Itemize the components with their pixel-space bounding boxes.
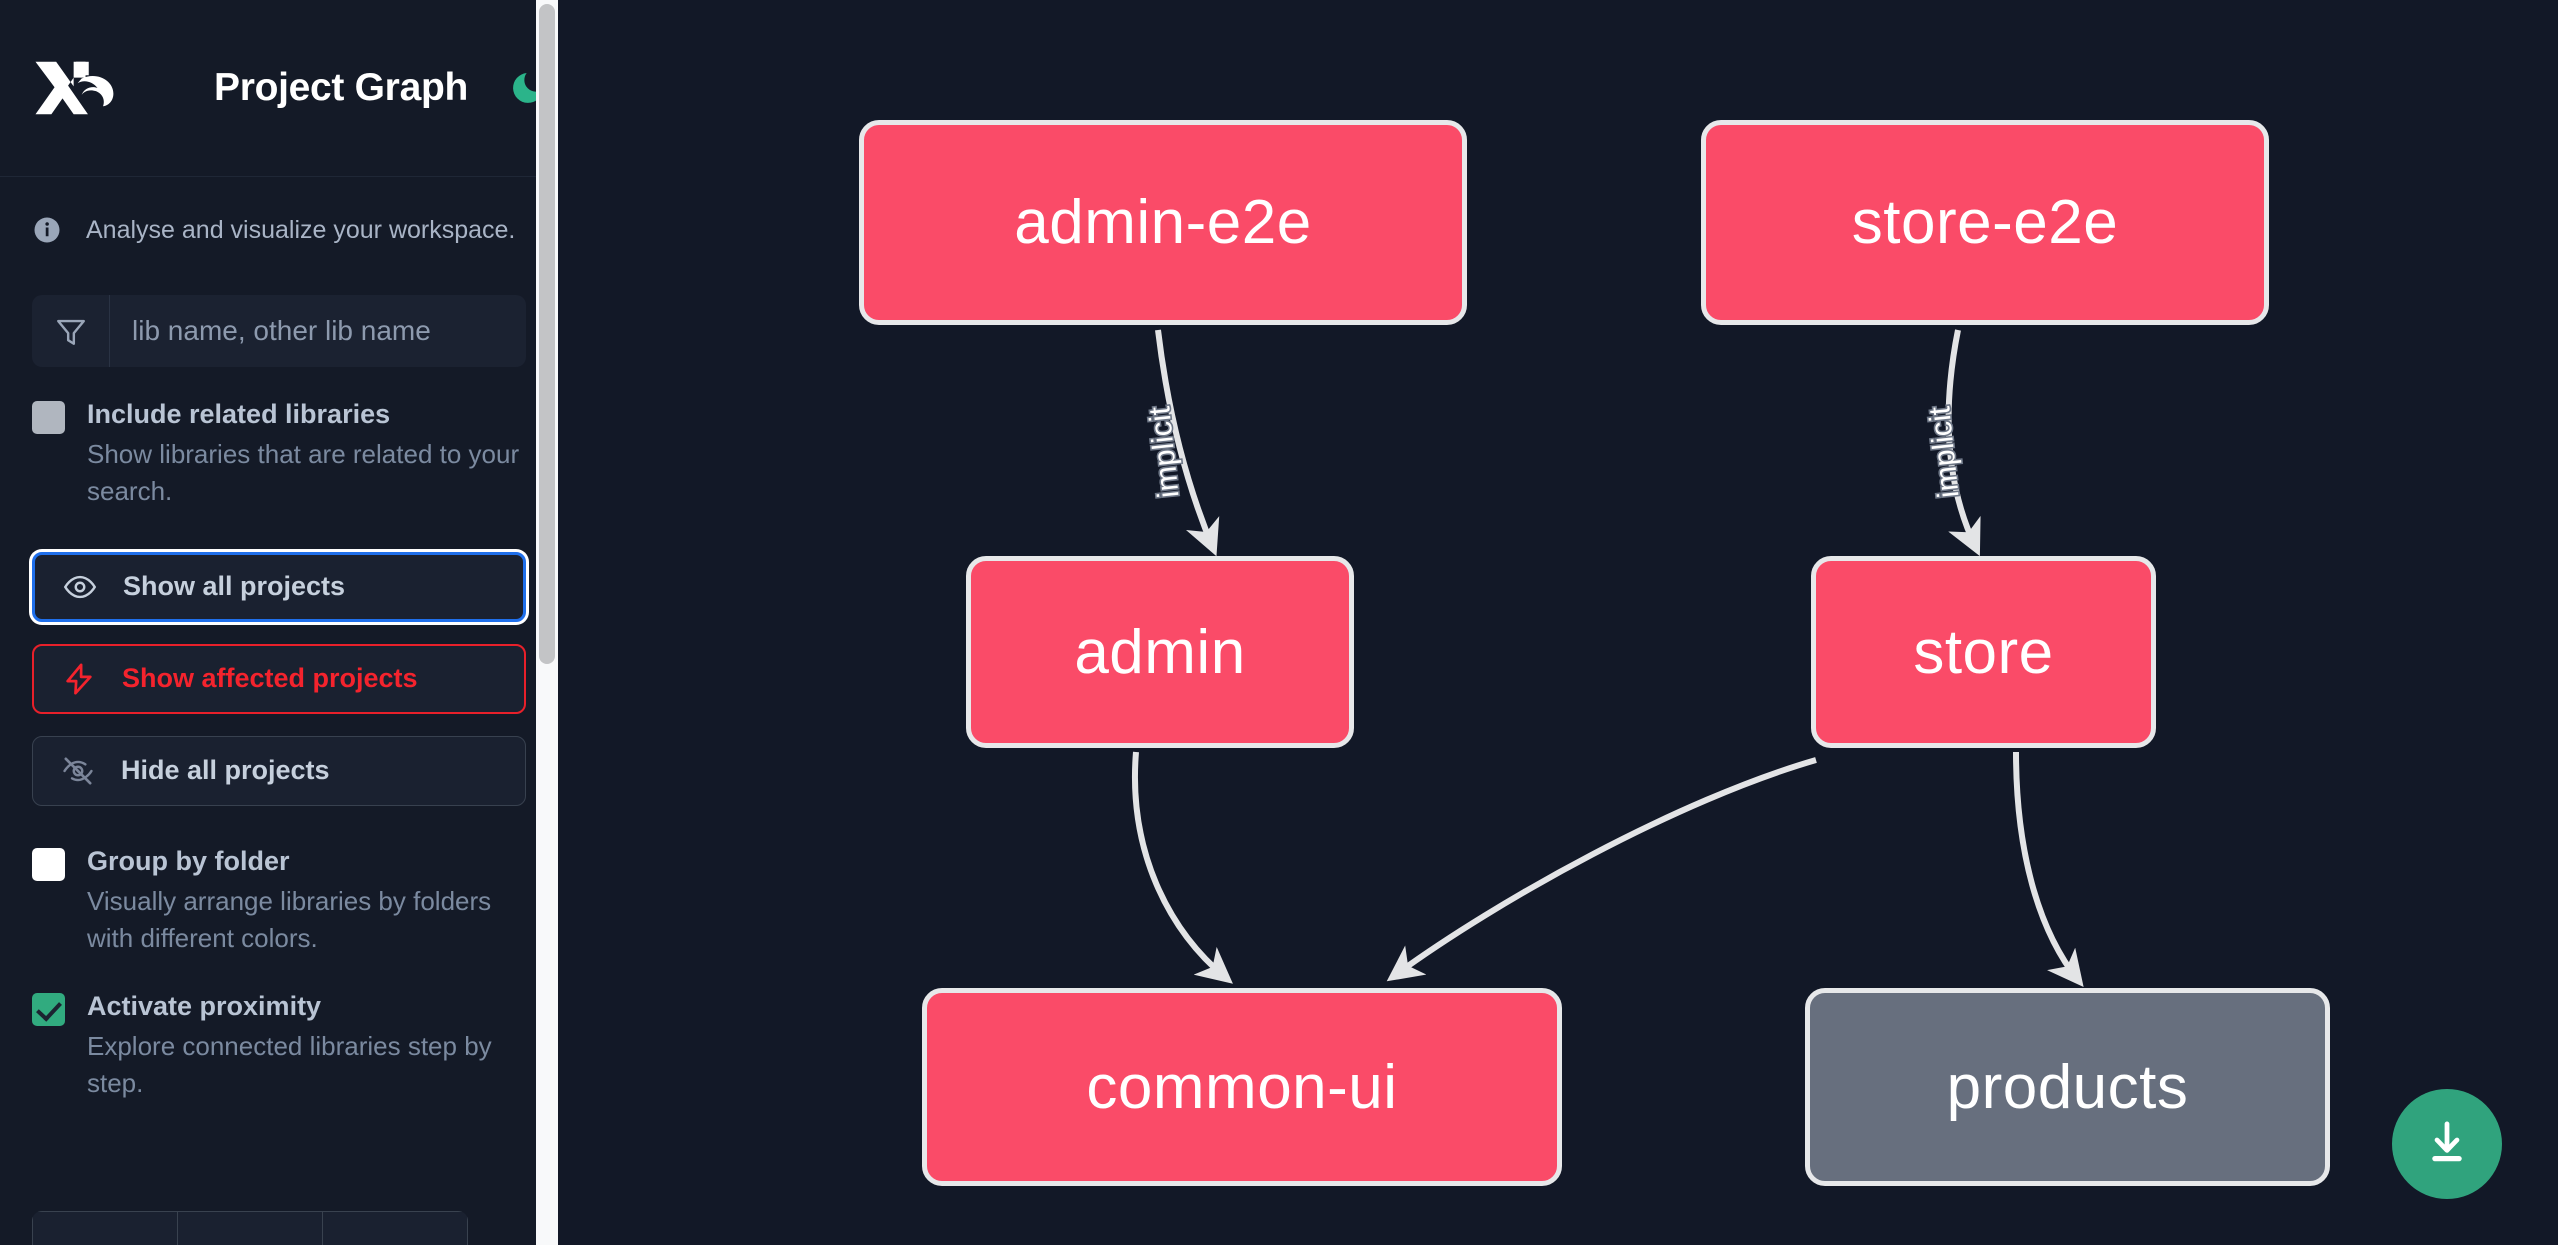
graph-node-admin[interactable]: admin (966, 556, 1354, 748)
graph-node-admin-e2e-label: admin-e2e (1014, 188, 1312, 257)
eye-off-icon (59, 752, 97, 790)
group-by-folder-label: Group by folder (87, 845, 290, 876)
eye-icon (61, 568, 99, 606)
info-icon (32, 215, 62, 245)
graph-node-common-ui[interactable]: common-ui (922, 988, 1562, 1186)
search-input[interactable] (110, 295, 526, 367)
graph-canvas[interactable]: implicit implicit admin-e2e store-e2e ad… (558, 0, 2558, 1245)
checkbox-group-by-folder[interactable]: Group by folder Visually arrange librari… (0, 842, 558, 957)
checkbox-activate-proximity[interactable]: Activate proximity Explore connected lib… (0, 987, 558, 1102)
edge-label-store-e2e-to-store: implicit (1922, 403, 1968, 501)
projects-button-group: Show all projects Show affected projects (32, 551, 526, 806)
svg-text:implicit: implicit (1143, 404, 1185, 499)
sidebar-scrollbar-thumb[interactable] (539, 4, 555, 664)
show-affected-projects-button[interactable]: Show affected projects (32, 643, 526, 714)
hide-all-projects-label: Hide all projects (121, 755, 330, 786)
search-field[interactable] (32, 295, 526, 367)
lightning-icon (60, 660, 98, 698)
moon-icon[interactable] (508, 68, 548, 108)
proximity-step-option-1[interactable] (32, 1211, 177, 1245)
proximity-step-segmented-control[interactable] (32, 1211, 468, 1245)
show-affected-projects-label: Show affected projects (122, 663, 418, 694)
proximity-step-option-2[interactable] (177, 1211, 322, 1245)
checkbox-include-related-libraries[interactable]: Include related libraries Show libraries… (0, 395, 558, 510)
activate-proximity-label: Activate proximity (87, 990, 322, 1021)
include-related-libraries-description: Show libraries that are related to your … (87, 439, 520, 507)
activate-proximity-checkbox[interactable] (32, 992, 65, 1026)
graph-node-products-label: products (1946, 1052, 2189, 1122)
download-graph-button[interactable] (2392, 1089, 2502, 1199)
graph-node-common-ui-label: common-ui (1086, 1052, 1398, 1122)
filter-icon (32, 295, 110, 367)
group-by-folder-checkbox[interactable] (32, 847, 65, 881)
include-related-libraries-checkbox[interactable] (32, 401, 65, 434)
edge-admin-to-common-ui (1132, 751, 1233, 984)
edge-store-to-common-ui (1386, 757, 1817, 982)
graph-node-products[interactable]: products (1805, 988, 2330, 1186)
graph-node-store[interactable]: store (1811, 556, 2156, 748)
graph-node-admin-label: admin (1074, 617, 1246, 687)
include-related-libraries-label: Include related libraries (87, 399, 391, 429)
workspace-info: Analyse and visualize your workspace. (0, 185, 558, 275)
edge-store-e2e-to-store (1945, 329, 1981, 557)
show-all-projects-button[interactable]: Show all projects (32, 551, 526, 622)
sidebar-header: Project Graph (0, 0, 558, 177)
graph-node-store-e2e-label: store-e2e (1851, 188, 2119, 257)
graph-edges: implicit implicit (1132, 329, 2084, 988)
graph-node-store-e2e[interactable]: store-e2e (1701, 120, 2269, 325)
nx-logo-icon (32, 57, 128, 119)
download-icon (2421, 1117, 2473, 1172)
show-all-projects-label: Show all projects (123, 571, 346, 602)
proximity-step-option-3[interactable] (322, 1211, 468, 1245)
group-by-folder-description: Visually arrange libraries by folders wi… (87, 886, 492, 953)
graph-node-admin-e2e[interactable]: admin-e2e (859, 120, 1467, 325)
graph-node-store-label: store (1913, 617, 2054, 687)
hide-all-projects-button[interactable]: Hide all projects (32, 735, 526, 806)
sidebar-scrollbar[interactable] (536, 0, 558, 1245)
edge-admin-e2e-to-admin (1155, 329, 1220, 557)
page-title: Project Graph (214, 66, 468, 109)
workspace-info-text: Analyse and visualize your workspace. (86, 215, 516, 244)
edge-store-to-products (2013, 751, 2084, 988)
svg-text:implicit: implicit (1923, 404, 1965, 499)
activate-proximity-description: Explore connected libraries step by step… (87, 1031, 492, 1098)
edge-label-admin-e2e-to-admin: implicit (1142, 403, 1188, 501)
sidebar: Project Graph Analyse and visualize your… (0, 0, 558, 1245)
